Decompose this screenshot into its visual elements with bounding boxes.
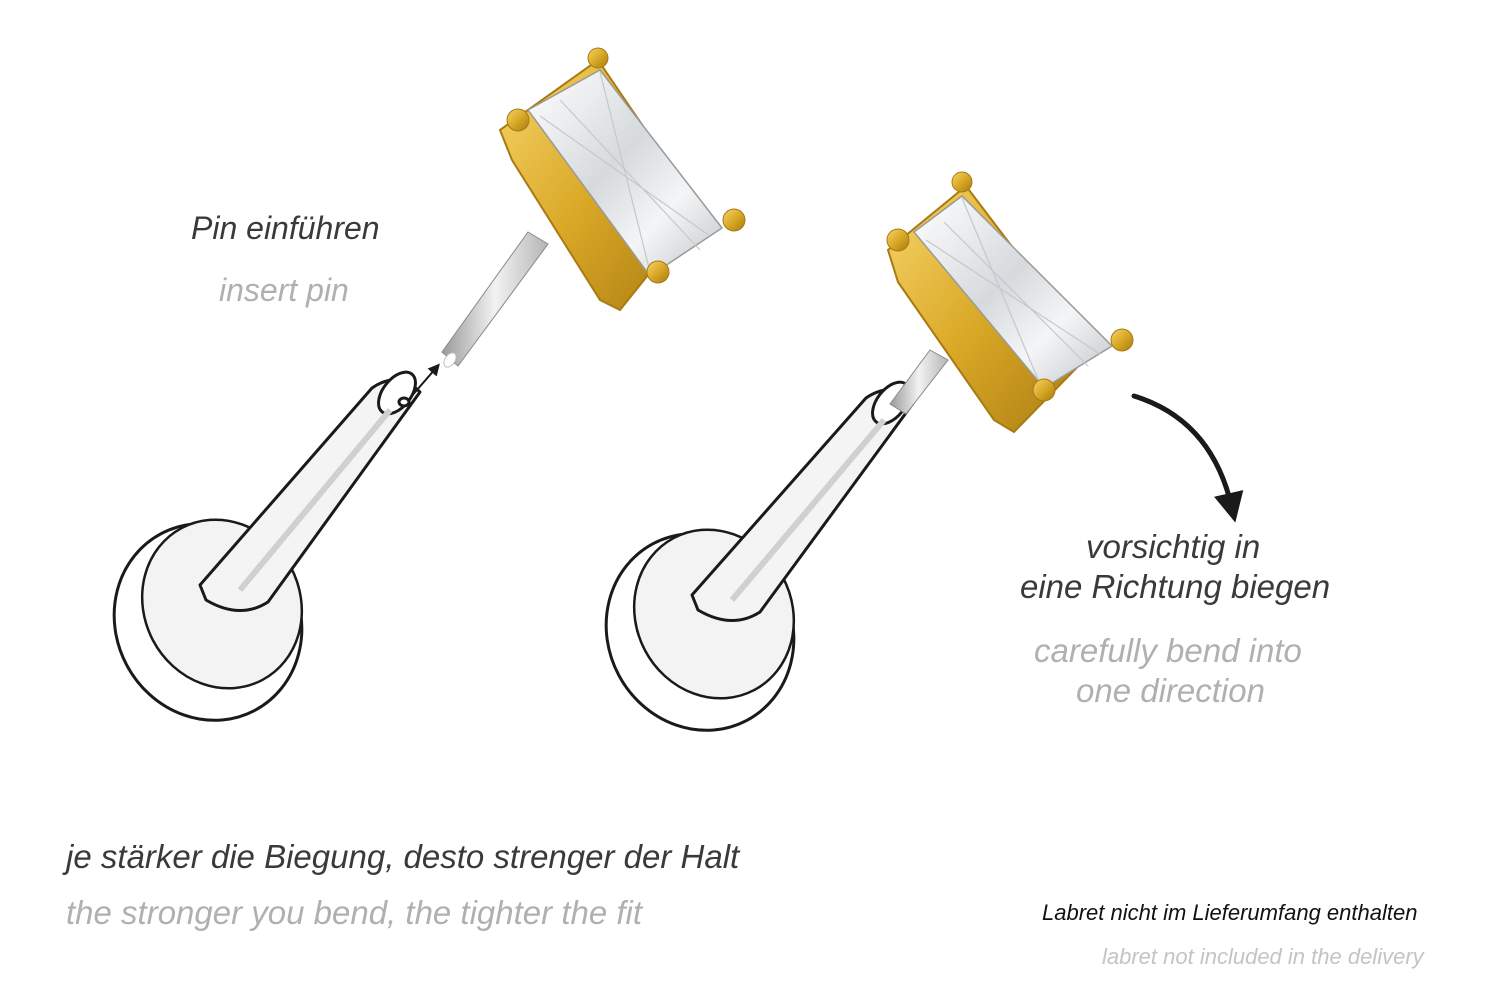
bend-label-en-line1: carefully bend into: [1034, 632, 1302, 669]
insert-pin-label-de: Pin einführen: [191, 210, 380, 246]
stud-left: [441, 47, 746, 368]
bend-arrow: [1131, 393, 1244, 523]
bend-label-de-line2: eine Richtung biegen: [1020, 568, 1331, 605]
labret-right: [604, 380, 916, 732]
stronger-bend-label-en: the stronger you bend, the tighter the f…: [66, 894, 643, 931]
insert-arrow: [409, 363, 440, 399]
labret-note-de: Labret nicht im Lieferumfang enthalten: [1042, 900, 1418, 925]
labret-note-en: labret not included in the delivery: [1102, 944, 1424, 969]
labret-left: [112, 370, 422, 722]
bend-label-en-line2: one direction: [1076, 672, 1265, 709]
stud-right: [886, 171, 1134, 434]
bend-label-de-line1: vorsichtig in: [1086, 528, 1261, 565]
insert-pin-label-en: insert pin: [219, 272, 349, 308]
stronger-bend-label-de: je stärker die Biegung, desto strenger d…: [66, 838, 740, 875]
